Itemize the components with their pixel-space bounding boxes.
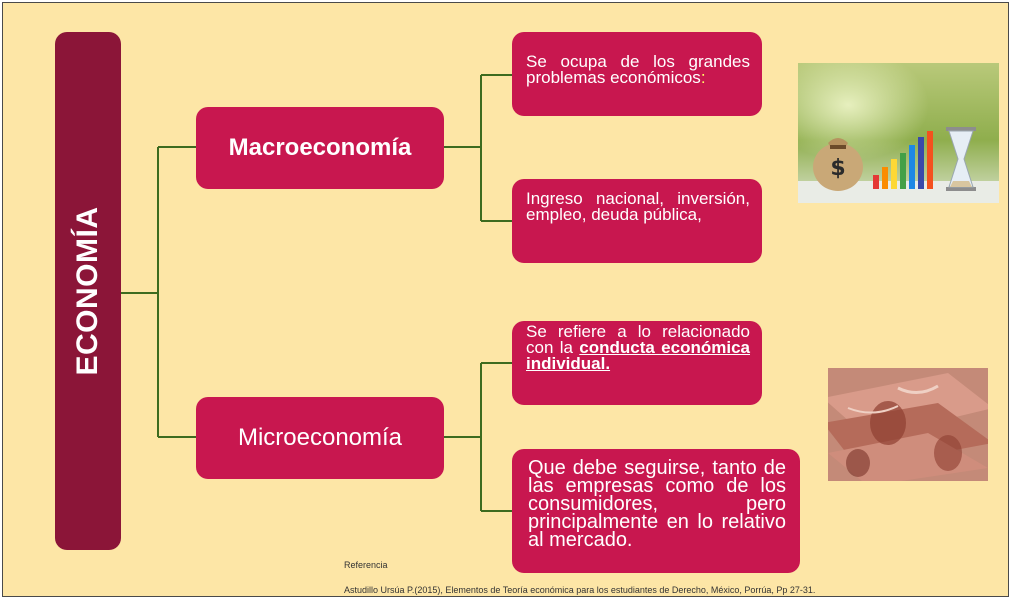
branch-macroeconomia-label: Macroeconomía bbox=[228, 134, 412, 161]
leaf-macro-ingreso: Ingreso nacional, inversión, empleo, deu… bbox=[512, 179, 762, 263]
root-node-economia: ECONOMÍA bbox=[55, 32, 121, 550]
branch-microeconomia: Microeconomía bbox=[196, 397, 444, 479]
hourglass-icon bbox=[946, 127, 976, 191]
leaf-micro-conducta: Se refiere a lo relacionado con la condu… bbox=[512, 321, 762, 405]
connector-lines bbox=[121, 74, 512, 512]
branch-macroeconomia: Macroeconomía bbox=[196, 107, 444, 189]
leaf-macro-problemas: Se ocupa de los grandes problemas económ… bbox=[512, 32, 762, 116]
reference-label: Referencia bbox=[344, 560, 388, 570]
leaf-micro-mercado-text: Que debe seguirse, tanto de las empresas… bbox=[528, 457, 786, 551]
root-label: ECONOMÍA bbox=[71, 206, 104, 376]
branch-microeconomia-label: Microeconomía bbox=[237, 424, 403, 451]
svg-text:$: $ bbox=[830, 156, 845, 181]
leaf-micro-conducta-text: Se refiere a lo relacionado con la bbox=[526, 322, 750, 357]
macro-photo: $ bbox=[798, 63, 999, 203]
micro-photo bbox=[828, 368, 988, 481]
leaf-micro-mercado: Que debe seguirse, tanto de las empresas… bbox=[512, 449, 800, 573]
money-bag-icon: $ bbox=[813, 138, 863, 191]
bar-chart-icon bbox=[873, 131, 933, 189]
leaf-macro-ingreso-text: Ingreso nacional, inversión, empleo, deu… bbox=[526, 189, 750, 224]
reference-text: Astudillo Ursúa P.(2015), Elementos de T… bbox=[344, 585, 816, 595]
leaf-macro-problemas-tail: : bbox=[700, 68, 706, 87]
leaf-micro-conducta-emphasis: conducta económica individual. bbox=[526, 338, 750, 373]
banknote-icon bbox=[828, 373, 988, 481]
leaf-macro-problemas-text: Se ocupa de los grandes problemas económ… bbox=[526, 52, 750, 87]
